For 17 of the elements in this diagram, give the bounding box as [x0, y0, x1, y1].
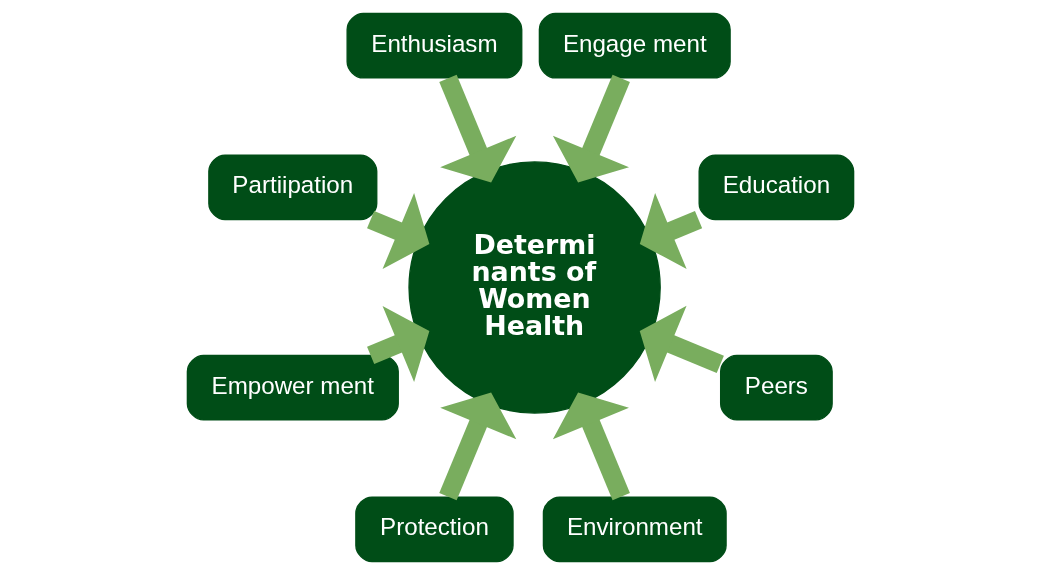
node-box: Protection: [355, 496, 514, 563]
node-box: Partiipation: [208, 154, 378, 221]
node-box: Empower ment: [186, 354, 399, 421]
node-box: Environment: [542, 496, 727, 563]
arrow: [639, 193, 703, 270]
arrow: [439, 392, 517, 501]
arrow: [552, 74, 630, 183]
node-circle: Determi nants of Women Health: [408, 161, 661, 414]
arrow: [367, 305, 430, 382]
arrow: [439, 74, 517, 183]
node-box: Education: [698, 154, 855, 221]
node-box: Peers: [720, 354, 833, 421]
node-box: Engage ment: [538, 12, 731, 79]
arrow: [552, 392, 630, 501]
node-box: Enthusiasm: [346, 12, 523, 79]
arrow: [367, 193, 430, 270]
arrow: [639, 305, 724, 382]
